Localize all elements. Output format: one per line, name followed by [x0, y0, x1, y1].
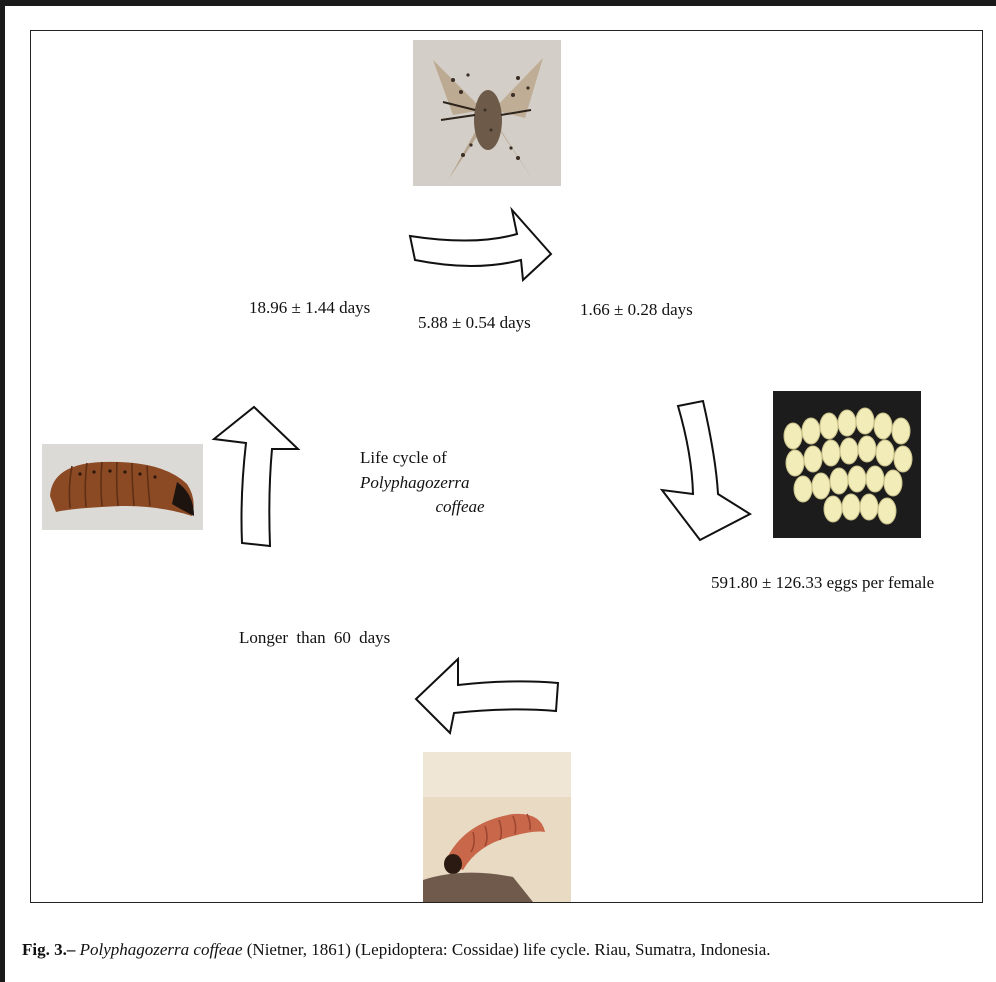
- larva-illustration: [423, 752, 571, 902]
- larva-photo: [423, 752, 571, 902]
- caption-label: Fig. 3.–: [22, 940, 75, 959]
- center-title: Life cycle of Polyphagozerra coffeae: [360, 446, 560, 520]
- duration-adult-to-egg: 1.66 ± 0.28 days: [580, 300, 693, 320]
- moth-photo: [413, 40, 561, 186]
- duration-pupa-to-adult: 18.96 ± 1.44 days: [249, 298, 370, 318]
- figure-caption: Fig. 3.– Polyphagozerra coffeae (Nietner…: [22, 940, 771, 960]
- caption-species: Polyphagozerra coffeae: [80, 940, 243, 959]
- page-left-border: [0, 0, 5, 982]
- center-title-species: Polyphagozerra: [360, 473, 470, 492]
- caption-text: (Nietner, 1861) (Lepidoptera: Cossidae) …: [243, 940, 771, 959]
- center-title-species-line2: coffeae: [360, 495, 560, 520]
- arrow-larva-to-pupa: [412, 655, 562, 737]
- arrow-adult-to-egg: [405, 206, 555, 286]
- duration-adult: 5.88 ± 0.54 days: [418, 313, 531, 333]
- eggs-illustration: [773, 391, 921, 538]
- pupa-photo: [42, 444, 203, 530]
- eggs-per-female-label: 591.80 ± 126.33 eggs per female: [711, 573, 934, 593]
- arrow-egg-to-larva: [658, 398, 753, 543]
- arrow-pupa-to-adult: [210, 403, 305, 548]
- page-top-border: [0, 0, 996, 6]
- eggs-photo: [773, 391, 921, 538]
- moth-illustration: [413, 40, 561, 186]
- duration-larva: Longer than 60 days: [239, 628, 390, 648]
- center-title-prefix: Life cycle of: [360, 448, 447, 467]
- pupa-illustration: [42, 444, 203, 530]
